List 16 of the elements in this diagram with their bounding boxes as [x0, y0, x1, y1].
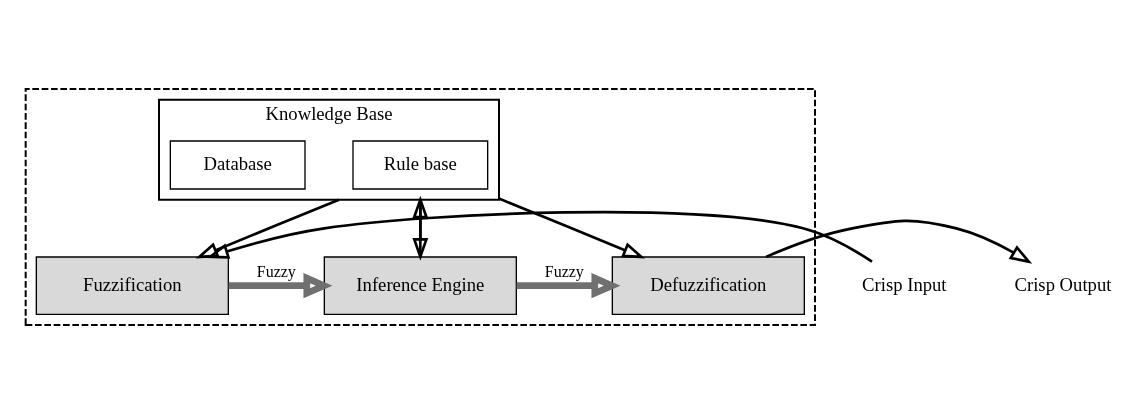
- arrow: [228, 272, 333, 299]
- arrow: [206, 210, 873, 263]
- node-box: Database: [169, 140, 306, 190]
- node-box: Inference Engine: [323, 256, 517, 315]
- node-box: Rule base: [352, 140, 489, 190]
- arrow: [498, 197, 646, 259]
- arrow: [516, 272, 621, 299]
- edge-label: Fuzzy: [544, 263, 584, 281]
- node-text: Crisp Input: [862, 273, 947, 295]
- arrow: [195, 198, 340, 259]
- arrow: [765, 219, 1033, 264]
- cluster: [24, 88, 816, 326]
- node-box: Fuzzification: [35, 256, 229, 315]
- edge-label: Fuzzy: [256, 263, 296, 281]
- node-box: Defuzzification: [611, 256, 805, 315]
- node-text: Crisp Output: [1014, 273, 1112, 295]
